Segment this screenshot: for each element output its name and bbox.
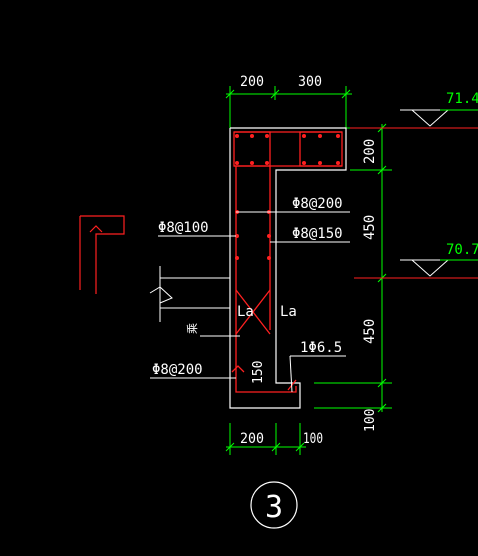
rebar-labels: Φ8@200 Φ8@100 Φ8@150 La La 乘 Φ8@200 1Φ6.…: [152, 196, 343, 384]
dim-right-middle: 450: [362, 215, 378, 240]
triangle-level-icon: [400, 259, 478, 277]
dimension-labels: 200 300 200 450 450 100 200 100: [240, 74, 378, 447]
level-labels: 71.40 70.75: [446, 91, 478, 258]
rebar-dots: [235, 134, 340, 260]
bar-shape-detail: [79, 215, 125, 294]
level-lines: [350, 127, 478, 279]
dim-bottom-right: 100: [303, 431, 323, 447]
level-upper: 71.40: [446, 91, 478, 107]
dim-right-bottom: 100: [363, 409, 378, 432]
break-line-icon: [149, 266, 230, 322]
dim-top-left: 200: [240, 74, 264, 90]
dim-right-lower: 450: [362, 319, 378, 344]
triangle-level-icon: [400, 109, 478, 127]
dim-bottom-left: 200: [240, 431, 264, 447]
la-right-label: La: [280, 304, 297, 320]
leader-lines: [150, 211, 350, 393]
rebar: [231, 131, 343, 393]
stirrup-wall-label: Φ8@100: [158, 220, 209, 236]
bar-bottom-label: 1Φ6.5: [300, 340, 342, 356]
section-id: 3: [265, 490, 283, 525]
stirrup-bottom-label: Φ8@200: [152, 362, 203, 378]
dim-150-label: 150: [251, 361, 266, 384]
dim-top-right: 300: [298, 74, 322, 90]
stirrup-top-label: Φ8@200: [292, 196, 343, 212]
level-lower: 70.75: [446, 242, 478, 258]
concrete-outline: [229, 127, 347, 409]
level-leader-lines: [440, 109, 478, 261]
circle-icon: [250, 481, 298, 529]
la-left-label: La: [237, 304, 254, 320]
small-note-label: 乘: [186, 323, 199, 334]
dim-right-upper: 200: [362, 139, 378, 164]
section-marker: 3: [250, 481, 298, 529]
stirrup-inner-label: Φ8@150: [292, 226, 343, 242]
